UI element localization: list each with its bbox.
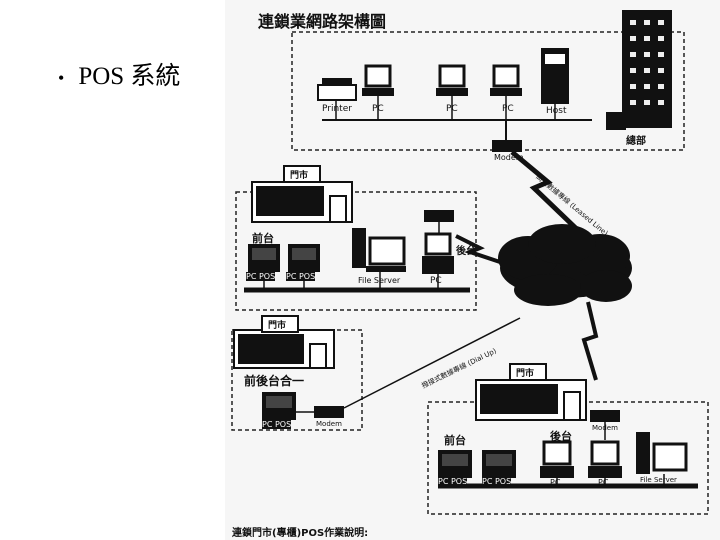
store3-pos-icon [438, 450, 472, 486]
store2-front-back-desk-label: 前後台合一 [244, 374, 305, 388]
store2-pos-label: PC POS [262, 420, 292, 429]
hq-pc-icon [490, 64, 522, 120]
diagram-caption: 連鎖門市(專櫃)POS作業說明: [232, 528, 369, 539]
store1-building-icon [251, 165, 353, 223]
store2-building-icon [233, 315, 335, 369]
store3-file-server-icon [636, 432, 688, 486]
printer-icon [317, 78, 357, 120]
bullet-text: POS 系統 [78, 63, 181, 90]
store3-pc-label: PC [598, 478, 609, 487]
host-server-icon [541, 48, 569, 120]
store3-pc-label: PC [550, 478, 561, 487]
store1-pos-icon [288, 244, 320, 290]
store3-modem-icon [590, 410, 620, 422]
store1-back-desk-label: 後台 [456, 246, 476, 257]
diagram-title: 連鎖業網路架構圖 [258, 12, 387, 31]
host-label: Host [546, 106, 567, 116]
store3-front-desk-label: 前台 [444, 434, 466, 447]
store3-file-server-label: File Server [640, 476, 677, 484]
hq-pc-label: PC [502, 104, 514, 114]
hq-pc-icon [362, 64, 394, 120]
store3-building-icon [475, 363, 587, 421]
bullet-dot-icon: • [58, 67, 65, 88]
store2-modem-icon [314, 406, 344, 418]
store1-pos-label: PC POS [286, 272, 316, 281]
file-server-label: File Server [358, 276, 401, 285]
hq-pc-label: PC [372, 104, 384, 114]
hq-building-label: 總部 [626, 136, 646, 147]
store1-pos-label: PC POS [246, 272, 276, 281]
store3-pc-icon [540, 440, 574, 486]
printer-label: Printer [322, 104, 352, 114]
hq-dashed-box [291, 31, 685, 151]
hq-modem-icon [492, 140, 522, 152]
store1-backend-pc-icon [422, 232, 454, 290]
hq-pc-icon [436, 64, 468, 120]
store3-pos-label: PC POS [482, 477, 512, 486]
bullet-item: • POS 系統 [58, 56, 180, 92]
store2-modem-label: Modem [316, 420, 342, 428]
leased-line-link [510, 150, 586, 238]
store1-link [455, 234, 501, 264]
store3-sign: 門市 [516, 369, 535, 379]
store3-modem-label: Modem [592, 424, 618, 432]
store1-pos-icon [248, 244, 280, 290]
store3-back-desk-label: 後台 [550, 430, 572, 443]
store3-pc-icon [588, 440, 622, 486]
dial-up-link [343, 317, 521, 409]
store3-pos-label: PC POS [438, 477, 468, 486]
file-server-icon [352, 228, 406, 290]
store3-link [581, 301, 599, 381]
store1-backend-pc-label: PC [430, 276, 442, 286]
store1-sign: 門市 [290, 171, 309, 181]
store2-pos-icon [262, 392, 296, 420]
store2-sign: 門市 [268, 321, 287, 331]
store3-pos-icon [482, 450, 516, 486]
hq-pc-label: PC [446, 104, 458, 114]
hq-building-icon [606, 10, 672, 130]
store1-front-desk-label: 前台 [252, 232, 274, 245]
store1-dashed-box [235, 191, 477, 311]
network-cloud-icon [498, 224, 632, 306]
hq-modem-label: Modem [494, 153, 524, 162]
store1-modem-icon [424, 210, 454, 222]
